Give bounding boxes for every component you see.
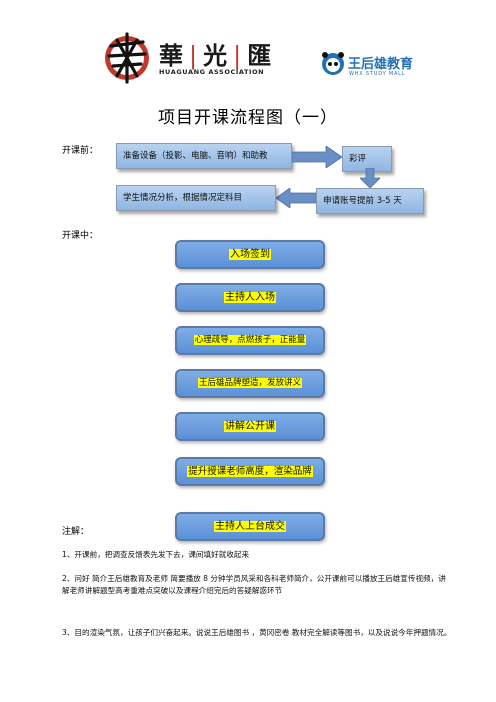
- arrow-right-icon: [292, 146, 342, 168]
- step-student-analysis: 学生情况分析，根据情况定科目: [116, 185, 276, 211]
- panda-icon: [322, 52, 344, 75]
- page-title: 项目开课流程图（一）: [158, 108, 338, 128]
- brand-english-name: HUAGUANG ASSOCIATION: [159, 68, 265, 76]
- step-apply-account: 申请账号提前 3-5 天: [316, 188, 424, 214]
- before-class-label: 开课前：: [62, 146, 99, 156]
- arrow-left-icon: [276, 188, 316, 208]
- note-2: 2、问好 简介王后雄教育及老师 简要播放 8 分钟学员风采和各科老师简介，公开课…: [62, 574, 446, 595]
- notes-label: 注解：: [62, 527, 90, 537]
- whx-brand-name: 王后雄教育: [348, 57, 414, 72]
- step-prepare-equipment: 准备设备（投影、电脑、音响）和助教: [116, 143, 292, 169]
- step-host-closing-deal: 主持人上台成交: [175, 512, 325, 541]
- brand-chinese-name: 華|光|匯: [159, 41, 274, 70]
- step-host-entrance: 主持人入场: [175, 283, 325, 312]
- huaguang-emblem-icon: [105, 32, 149, 84]
- step-open-class: 讲解公开课: [175, 412, 325, 441]
- step-elevate-teacher: 提升授课老师高度，渲染品牌: [175, 457, 325, 486]
- arrow-down-icon: [360, 168, 380, 188]
- whx-logo: 王后雄教育 WHX STUDY MALL: [321, 50, 451, 84]
- during-class-label: 开课中：: [62, 231, 99, 241]
- huaguang-logo: 華|光|匯 HUAGUANG ASSOCIATION: [103, 30, 271, 84]
- step-psychological-guidance: 心理疏导，点燃孩子，正能量: [175, 326, 325, 355]
- note-3: 3、目的渲染气氛，让孩子们兴奋起来。说说王后雄图书 ，黄冈密卷 教材完全解读等图…: [62, 628, 452, 637]
- note-1: 1、开课前，把调查反馈表先发下去，课间填好就收起来: [62, 550, 250, 559]
- whx-brand-english: WHX STUDY MALL: [349, 71, 406, 77]
- step-brand-building: 王后雄品牌塑造，发放讲义: [175, 369, 325, 398]
- step-check-in: 入场签到: [175, 240, 325, 269]
